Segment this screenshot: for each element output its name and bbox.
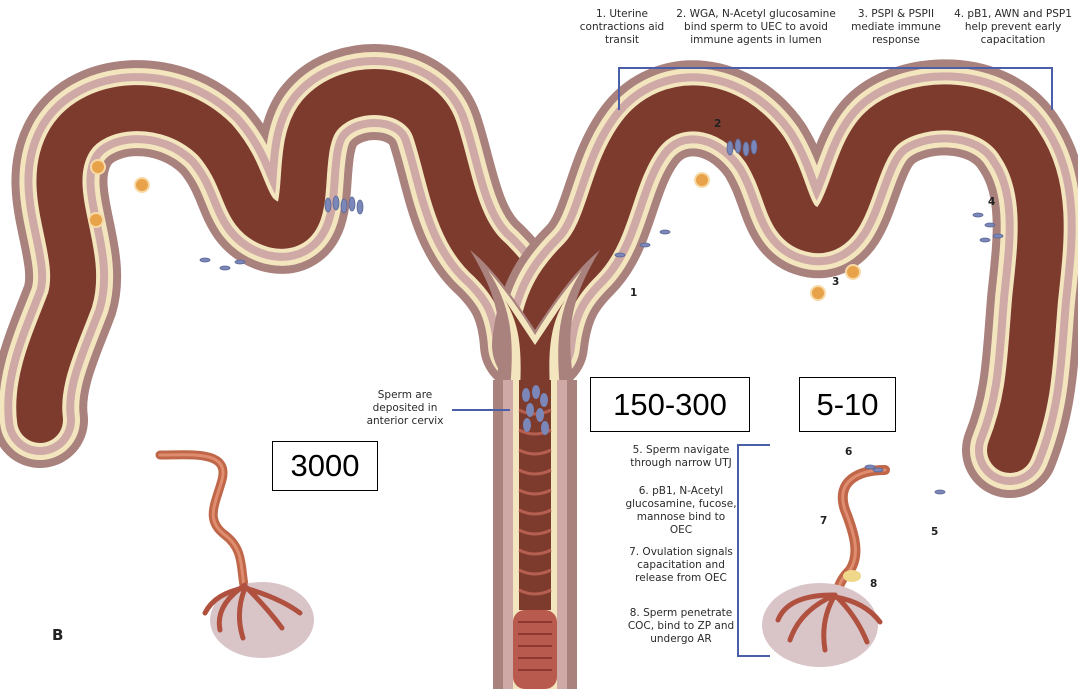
- marker-2: 2: [714, 118, 721, 130]
- left-uterine-horn: [39, 92, 528, 420]
- right-ovary: [762, 583, 880, 667]
- step-4-caption: 4. pB1, AWN and PSP1 help prevent early …: [948, 8, 1078, 47]
- marker-5: 5: [931, 526, 938, 538]
- step-5-caption: 5. Sperm navigate through narrow UTJ: [625, 444, 737, 470]
- step-2-caption: 2. WGA, N-Acetyl glucosamine bind sperm …: [672, 8, 840, 47]
- marker-6: 6: [845, 446, 852, 458]
- right-oviduct: [835, 470, 885, 595]
- left-oviduct: [160, 455, 245, 590]
- marker-3: 3: [832, 276, 839, 288]
- deposit-caption: Sperm are deposited in anterior cervix: [360, 389, 450, 428]
- marker-7: 7: [820, 515, 827, 527]
- marker-1: 1: [630, 287, 637, 299]
- cervix: [493, 380, 577, 689]
- count-box-uterine-body: 150-300: [590, 377, 750, 432]
- marker-4: 4: [988, 196, 995, 208]
- count-box-cervix: 3000: [272, 441, 378, 491]
- left-ovary: [205, 582, 314, 658]
- count-box-oviduct: 5-10: [799, 377, 896, 432]
- step-6-caption: 6. pB1, N-Acetyl glucosamine, fucose, ma…: [625, 485, 737, 537]
- step-1-caption: 1. Uterine contractions aid transit: [576, 8, 668, 47]
- panel-letter: B: [52, 626, 63, 644]
- step-7-caption: 7. Ovulation signals capacitation and re…: [625, 546, 737, 585]
- step-3-caption: 3. PSPI & PSPII mediate immune response: [848, 8, 944, 47]
- step-8-caption: 8. Sperm penetrate COC, bind to ZP and u…: [625, 607, 737, 646]
- marker-8: 8: [870, 578, 877, 590]
